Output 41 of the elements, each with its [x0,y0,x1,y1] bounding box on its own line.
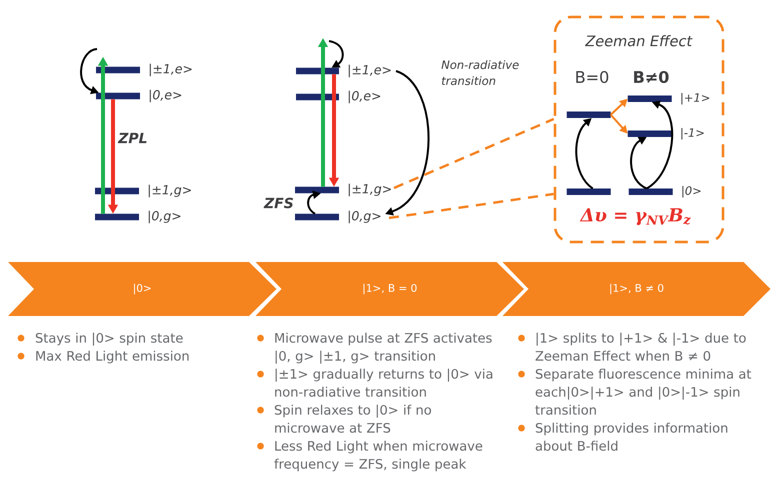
state-label: |±1,e> [348,64,391,78]
formula: Δυ = γ$_{NV}$B$_{z}$ [580,208,691,226]
curved-arrow [646,100,674,190]
energy-level-bar [566,112,611,118]
edge-label: Non-radiative transition [440,59,524,86]
state-label: |-1> [681,128,704,140]
bullet-text: Less Red Light when microwave frequency = ZFS, single peak [274,440,482,472]
panel-title: Zeeman Effect [585,35,693,46]
condition-label: B≠0 [634,70,669,84]
chevron-banner: |0> [8,262,276,316]
bullet-text: Splitting provides information about B-field [536,422,728,451]
bullet-text: Separate fluorescence minima at each|0>|+1> and |0>|-1> spin transition [535,368,752,415]
state-label: |0> [682,186,701,198]
node-label: |1>, B = 0 [364,284,417,294]
curved-arrow [575,118,594,190]
condition-label: B=0 [576,70,608,84]
energy-level-bar [566,188,611,195]
bullet-text: |1> splits to |+1> & |-1> due to Zeeman Effect when B ≠ 0 [536,332,746,361]
state-label: |±1,g> [348,184,391,196]
curved-arrow [328,40,344,68]
chevron-banner: |1>, B ≠ 0 [502,262,770,316]
curved-arrow [630,136,648,190]
bullet-text: Spin relaxes to |0> if no microwave at ZFS [274,404,431,433]
state-label: |0,e> [348,90,380,104]
state-label: |0,e> [150,90,182,102]
state-label: |±1,e> [150,64,192,76]
state-label: |+1> [681,93,710,104]
bullet-text: |±1> gradually returns to |0> via non-radiative transition [275,368,492,397]
transition-label: ZFS [264,198,294,208]
transition-label: ZPL [118,132,147,144]
bullet-text: Max Red Light emission [36,350,189,364]
bullet-text: Microwave pulse at ZFS activates |0, g> |±1, g> transition [275,332,492,364]
dashed-line [394,118,554,190]
state-label: |±1,g> [148,184,191,198]
state-label: |0,g> [348,210,380,224]
chevron-banner: |1>, B = 0 [256,262,524,316]
node-label: |1>, B ≠ 0 [610,284,664,294]
dashed-line [388,192,554,220]
state-label: |0,g> [148,210,180,224]
bullet-text: Stays in |0> spin state [36,332,183,346]
node-label: |0> [134,284,151,294]
